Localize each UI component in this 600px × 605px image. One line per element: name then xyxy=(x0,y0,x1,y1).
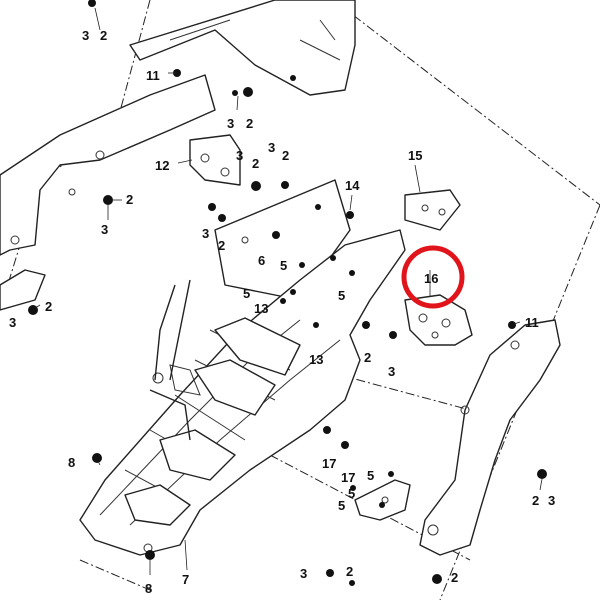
callout-label[interactable]: 11 xyxy=(525,315,539,330)
bracket-12 xyxy=(189,134,241,186)
callout-label[interactable]: 5 xyxy=(367,468,374,483)
callout-label[interactable]: 3 xyxy=(388,364,395,379)
callout-label[interactable]: 8 xyxy=(145,581,152,596)
upper-tail-cover xyxy=(129,0,356,96)
callout-label[interactable]: 5 xyxy=(243,286,250,301)
right-side-cover xyxy=(419,319,561,556)
callout-label[interactable]: 17 xyxy=(322,456,336,471)
callout-label[interactable]: 2 xyxy=(364,350,371,365)
callout-label-16[interactable]: 16 xyxy=(424,271,438,286)
callout-label[interactable]: 8 xyxy=(68,455,75,470)
callout-label[interactable]: 2 xyxy=(246,116,253,131)
callout-label[interactable]: 13 xyxy=(309,352,323,367)
leader-lines xyxy=(34,7,543,575)
fasteners xyxy=(28,0,547,586)
left-frame-rail xyxy=(0,74,216,311)
callout-label[interactable]: 12 xyxy=(155,158,169,173)
callout-label[interactable]: 3 xyxy=(236,148,243,163)
callout-label[interactable]: 2 xyxy=(282,148,289,163)
callout-label[interactable]: 6 xyxy=(258,253,265,268)
callout-label[interactable]: 13 xyxy=(254,301,268,316)
callout-label[interactable]: 5 xyxy=(280,258,287,273)
callout-label[interactable]: 3 xyxy=(82,28,89,43)
highlight-ring xyxy=(401,245,465,309)
bracket-15 xyxy=(404,189,461,231)
bracket-lower-right xyxy=(354,479,411,521)
callout-label[interactable]: 3 xyxy=(548,493,555,508)
callout-label[interactable]: 2 xyxy=(532,493,539,508)
callout-label[interactable]: 7 xyxy=(182,572,189,587)
left-strut xyxy=(149,279,191,441)
callout-label[interactable]: 3 xyxy=(9,315,16,330)
callout-label[interactable]: 2 xyxy=(126,192,133,207)
callout-numbers: 3 2 11 3 2 12 3 2 3 2 2 3 14 15 3 2 6 5 … xyxy=(9,28,555,596)
rear-fender-7 xyxy=(79,229,406,556)
callout-label[interactable]: 2 xyxy=(218,238,225,253)
callout-label[interactable]: 14 xyxy=(345,178,360,193)
callout-label[interactable]: 15 xyxy=(408,148,422,163)
callout-label[interactable]: 3 xyxy=(227,116,234,131)
callout-label[interactable]: 2 xyxy=(451,570,458,585)
callout-label[interactable]: 5 xyxy=(338,498,345,513)
callout-label[interactable]: 2 xyxy=(252,156,259,171)
highlighted-callout[interactable]: 16 xyxy=(401,245,465,309)
callout-label[interactable]: 3 xyxy=(268,140,275,155)
callout-label[interactable]: 3 xyxy=(300,566,307,581)
callout-label[interactable]: 3 xyxy=(202,226,209,241)
callout-label[interactable]: 2 xyxy=(346,564,353,579)
callout-label[interactable]: 2 xyxy=(100,28,107,43)
callout-label[interactable]: 3 xyxy=(101,222,108,237)
callout-label[interactable]: 5 xyxy=(348,486,355,501)
callout-label[interactable]: 5 xyxy=(338,288,345,303)
callout-label[interactable]: 17 xyxy=(341,470,355,485)
callout-label[interactable]: 11 xyxy=(146,68,160,83)
callout-label[interactable]: 2 xyxy=(45,299,52,314)
bracket-16[interactable] xyxy=(404,294,473,346)
